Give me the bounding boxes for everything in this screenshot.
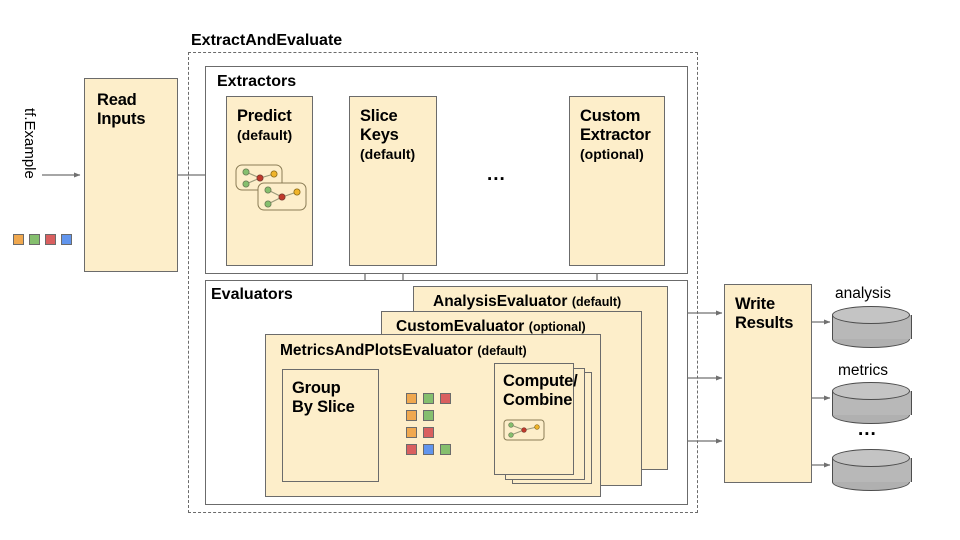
group-by-slice-line2: By Slice [292,398,355,416]
extract-and-evaluate-title: ExtractAndEvaluate [191,32,343,49]
output-label-analysis: analysis [835,285,891,302]
metrics-and-plots-evaluator-qualifier: (default) [477,344,527,358]
chip-green [423,410,434,421]
extractors-title: Extractors [217,73,297,90]
evaluators-title: Evaluators [211,286,293,303]
chip-red [440,393,451,404]
predict-line1: Predict [237,107,292,125]
chip-blue [61,234,72,245]
chip-blue [423,444,434,455]
slice-keys-line2: Keys [360,126,399,144]
chip-orange [13,234,24,245]
datastore-metrics[interactable] [832,382,912,424]
custom-extractor-line1: Custom [580,107,641,125]
output-label-metrics: metrics [838,362,888,379]
slice-chip-row [406,444,451,455]
chip-orange [406,393,417,404]
chip-orange [406,410,417,421]
write-results-line2: Results [735,314,794,332]
node-predict-extractor[interactable]: Predict (default) [226,96,313,266]
read-inputs-line2: Inputs [97,110,146,128]
group-extract-and-evaluate [188,52,698,513]
chip-green [423,393,434,404]
slice-chip-row [406,427,451,438]
chip-green [29,234,40,245]
custom-extractor-qualifier: (optional) [580,146,644,162]
custom-evaluator-name: CustomEvaluator [396,318,525,335]
chip-green [440,444,451,455]
analysis-evaluator-name: AnalysisEvaluator [433,293,568,310]
datastore-other[interactable] [832,449,912,491]
slice-keys-line1: Slice [360,107,398,125]
custom-extractor-line2: Extractor [580,126,651,144]
node-compute-combine[interactable]: Compute/ Combine [494,363,578,475]
read-inputs-line1: Read [97,91,137,109]
chip-red [423,427,434,438]
slice-chip-grid [406,393,451,455]
predict-qualifier: (default) [237,127,293,143]
node-custom-extractor[interactable]: Custom Extractor (optional) [569,96,665,266]
analysis-evaluator-qualifier: (default) [571,295,622,309]
compute-combine-line1: Compute/ [503,372,578,390]
input-label-tf-example: tf.Example [21,108,38,179]
node-read-inputs[interactable]: Read Inputs [84,78,178,272]
chip-red [45,234,56,245]
slice-keys-qualifier: (default) [360,146,416,162]
chip-red [406,444,417,455]
cylinder-top [832,382,910,400]
group-by-slice-line1: Group [292,379,341,397]
slice-chip-row [406,393,451,404]
input-chip-strip [13,234,72,245]
node-slice-keys-extractor[interactable]: Slice Keys (default) [349,96,437,266]
node-write-results[interactable]: Write Results [724,284,812,483]
slice-chip-row [406,410,451,421]
node-group-by-slice[interactable]: Group By Slice [282,369,379,482]
custom-evaluator-qualifier: (optional) [528,320,586,334]
compute-combine-line2: Combine [503,391,573,409]
chip-orange [406,427,417,438]
metric-graph-icon [503,419,545,441]
model-graph-icon [235,164,307,211]
metrics-and-plots-evaluator-name: MetricsAndPlotsEvaluator [280,342,473,359]
cylinder-top [832,306,910,324]
cylinder-top [832,449,910,467]
extractors-ellipsis: ... [487,164,506,185]
datastore-analysis[interactable] [832,306,912,348]
output-label-ellipsis: ... [858,419,877,440]
write-results-line1: Write [735,295,775,313]
